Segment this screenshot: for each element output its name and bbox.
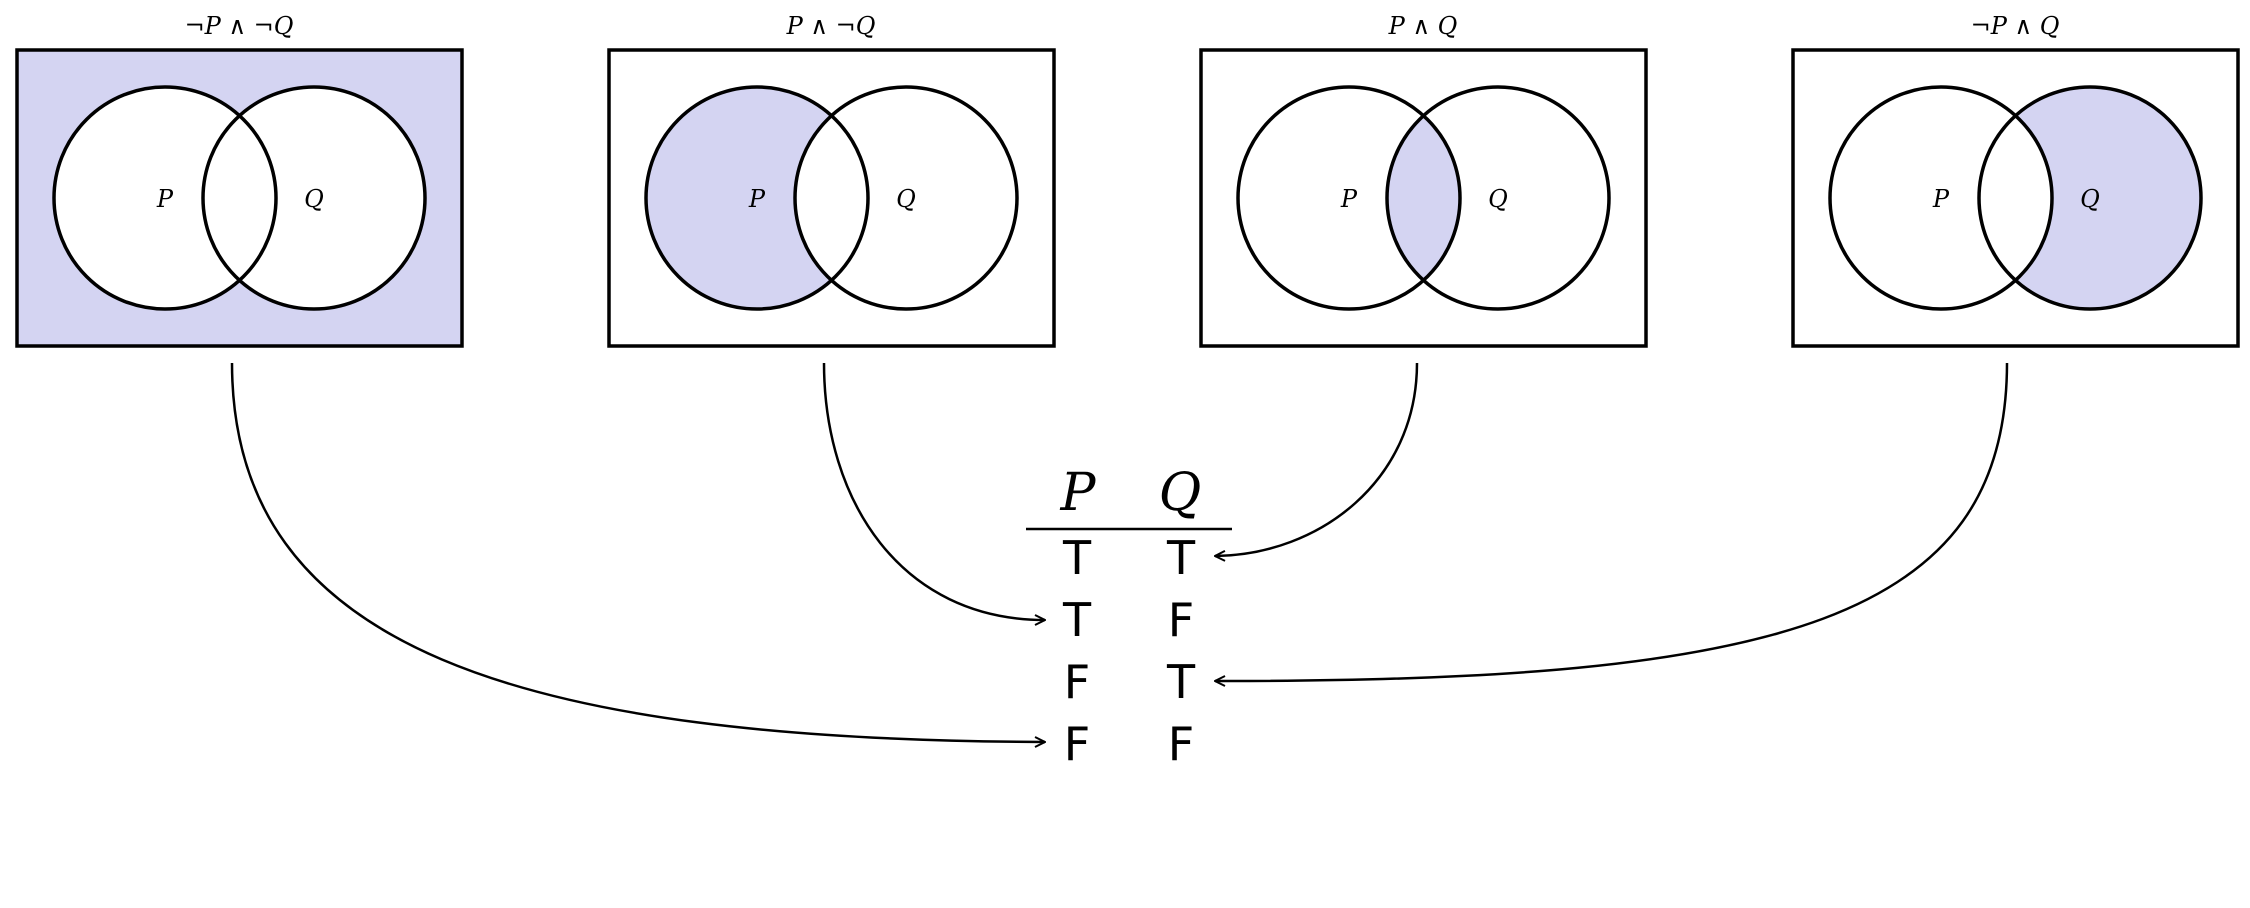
venn-title: P ∧ ¬Q bbox=[786, 12, 876, 40]
circle-q bbox=[793, 85, 1019, 311]
venn-diagram-p-and-q: P Q P ∧ Q bbox=[1199, 12, 1648, 348]
arrow-p-and-not-q-to-row-tf bbox=[822, 362, 1045, 620]
truth-table-cell: F bbox=[1064, 717, 1090, 771]
venn-diagram-p-and-not-q: P Q P ∧ ¬Q bbox=[607, 12, 1056, 348]
arrow-not-p-and-not-q-to-row-ff bbox=[230, 362, 1045, 742]
circle-q bbox=[1385, 85, 1611, 311]
venn-diagram-not-p-and-q: P Q ¬P ∧ Q bbox=[1791, 12, 2240, 348]
venn-title: P ∧ Q bbox=[1388, 12, 1458, 40]
venn-title: ¬P ∧ ¬Q bbox=[185, 12, 294, 40]
circle-q bbox=[1977, 85, 2203, 311]
venn-box bbox=[1791, 48, 2240, 348]
circle-p bbox=[52, 85, 278, 311]
arrow-p-and-q-to-row-tt bbox=[1215, 362, 1419, 556]
circle-p-label: P bbox=[748, 185, 766, 213]
circle-q-label: Q bbox=[2080, 185, 2100, 213]
circle-q-label: Q bbox=[1488, 185, 1508, 213]
venn-title: ¬P ∧ Q bbox=[1971, 12, 2060, 40]
truth-table: P Q T T T F F T F F bbox=[1026, 463, 1232, 771]
circle-q-label: Q bbox=[304, 185, 324, 213]
arrow-not-p-and-q-to-row-ft bbox=[1215, 362, 2009, 681]
truth-table-cell: T bbox=[1166, 655, 1196, 709]
truth-table-cell: F bbox=[1168, 717, 1194, 771]
truth-table-cell: T bbox=[1062, 593, 1092, 647]
truth-table-cell: T bbox=[1166, 531, 1196, 585]
circle-p-label: P bbox=[1932, 185, 1950, 213]
circle-p bbox=[644, 85, 870, 311]
circle-q-fill bbox=[203, 87, 425, 309]
venn-box bbox=[1199, 48, 1648, 348]
truth-table-cell: T bbox=[1062, 531, 1092, 585]
circle-p-label: P bbox=[156, 185, 174, 213]
truth-table-header-q: Q bbox=[1159, 463, 1202, 523]
circle-p bbox=[1828, 85, 2054, 311]
venn-diagram-not-p-and-not-q: P Q ¬P ∧ ¬Q bbox=[15, 12, 464, 348]
truth-table-cell: F bbox=[1168, 593, 1194, 647]
venn-box bbox=[607, 48, 1056, 348]
truth-table-header-p: P bbox=[1060, 463, 1097, 523]
circle-p-label: P bbox=[1340, 185, 1358, 213]
truth-table-cell: F bbox=[1064, 655, 1090, 709]
circle-p bbox=[1236, 85, 1462, 311]
circle-q-fill bbox=[795, 87, 1017, 309]
overlap-mask bbox=[1979, 87, 2052, 309]
circle-q-label: Q bbox=[896, 185, 916, 213]
venn-box bbox=[15, 48, 464, 348]
circle-q bbox=[201, 85, 427, 311]
circle-p-fill bbox=[1387, 87, 1460, 309]
